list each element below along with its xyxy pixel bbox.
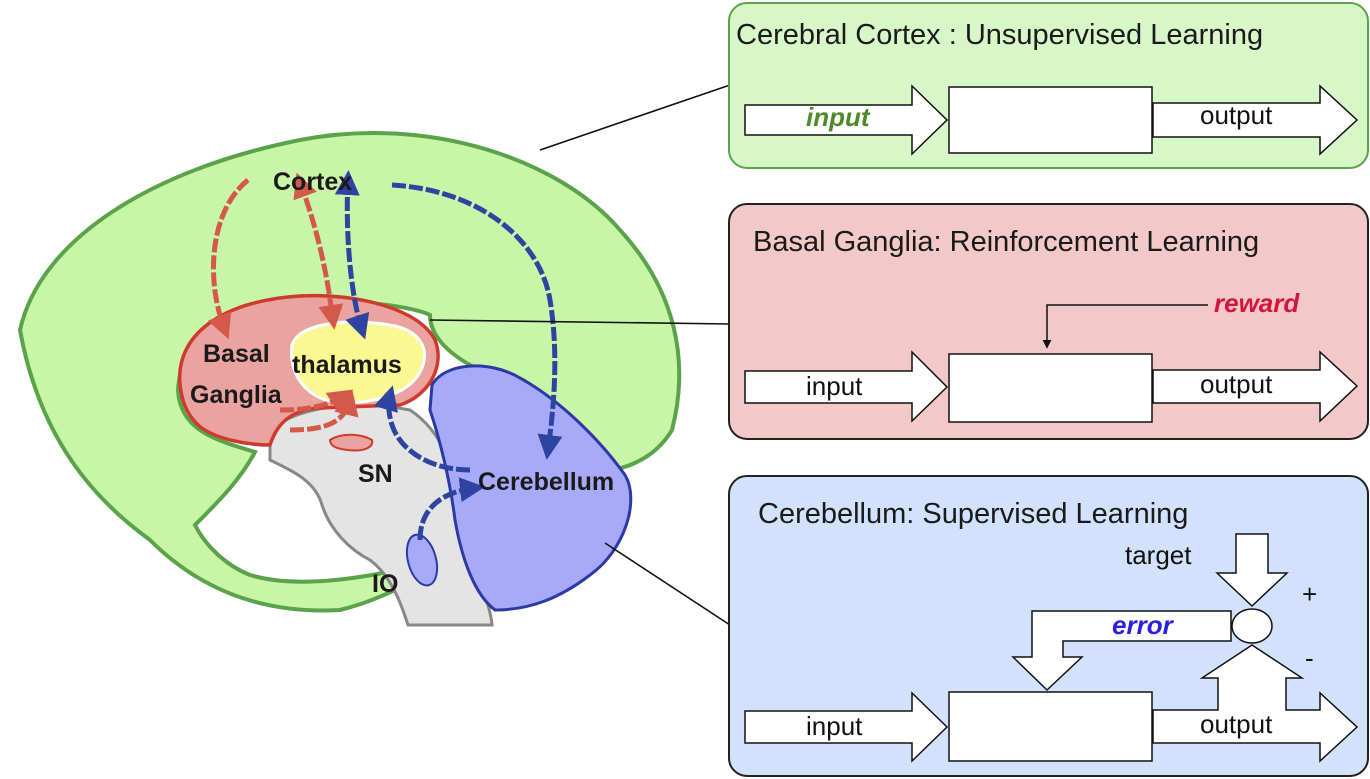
label-cerebellum: Cerebellum	[478, 468, 614, 496]
basal-output-arrow	[1152, 350, 1359, 423]
connector-basal	[429, 319, 731, 325]
cortex-thalamus-red-arrow	[293, 172, 344, 330]
sn-region	[328, 433, 374, 452]
cerebellum-processor-box	[948, 691, 1153, 762]
sn-to-thalamus-arrow	[289, 390, 359, 433]
cortex-to-cerebellum-arrow	[391, 182, 563, 460]
cortex-input-arrow	[744, 84, 949, 156]
io-to-cerebellum-arrow	[417, 477, 485, 541]
panel-cerebellum: Cerebellum: Supervised Learning target +…	[728, 475, 1369, 777]
connector-cerebellum	[604, 542, 731, 626]
cerebellum-to-thalamus-arrow	[373, 385, 471, 473]
cerebellum-input-arrow	[744, 691, 949, 763]
label-thalamus: thalamus	[292, 351, 402, 379]
cerebellum-error-label: error	[1112, 610, 1175, 640]
label-basal-line1: Basal	[203, 340, 270, 368]
io-region	[405, 533, 439, 587]
panel-cerebellum-title: Cerebellum: Supervised Learning	[758, 498, 1188, 530]
label-io: IO	[372, 570, 398, 598]
basal-processor-box	[948, 353, 1153, 423]
brain-illustration: Cortex Basal Ganglia thalamus SN Cerebel…	[17, 131, 682, 627]
panel-cortex-title: Cerebral Cortex : Unsupervised Learning	[736, 19, 1263, 51]
target-arrow	[1215, 533, 1289, 608]
basal-output-label: output	[1200, 369, 1273, 399]
basal-to-thalamus-arrow	[279, 389, 354, 414]
cortex-output-arrow	[1152, 84, 1359, 156]
error-arrow	[1011, 610, 1232, 692]
comparator-plus: +	[1302, 579, 1317, 609]
basal-reward-label: reward	[1214, 288, 1300, 318]
comparator-node	[1231, 608, 1273, 644]
cerebellum-input-label: input	[806, 711, 863, 741]
label-cortex: Cortex	[273, 168, 352, 196]
label-basal-line2: Ganglia	[190, 381, 283, 409]
label-sn: SN	[358, 460, 393, 488]
panel-basal: Basal Ganglia: Reinforcement Learning re…	[728, 203, 1369, 440]
basal-input-arrow	[744, 350, 949, 423]
cerebellum-region	[428, 364, 633, 612]
cortex-thalamus-blue-arrow	[334, 170, 370, 340]
cerebellum-output-label: output	[1200, 709, 1273, 739]
panel-basal-title: Basal Ganglia: Reinforcement Learning	[753, 226, 1259, 258]
cortex-output-label: output	[1200, 100, 1273, 130]
comparator-minus: -	[1305, 643, 1314, 673]
basal-input-label: input	[806, 371, 863, 401]
reward-arrow	[1042, 304, 1208, 349]
cerebellum-target-label: target	[1125, 540, 1192, 570]
cortex-processor-box	[948, 86, 1153, 154]
panel-cortex: Cerebral Cortex : Unsupervised Learning …	[728, 2, 1369, 169]
connector-cortex	[539, 84, 731, 151]
cortex-input-label: input	[806, 102, 871, 132]
feedback-arrow	[1152, 644, 1359, 763]
cortex-to-basal-arrow	[207, 178, 250, 340]
